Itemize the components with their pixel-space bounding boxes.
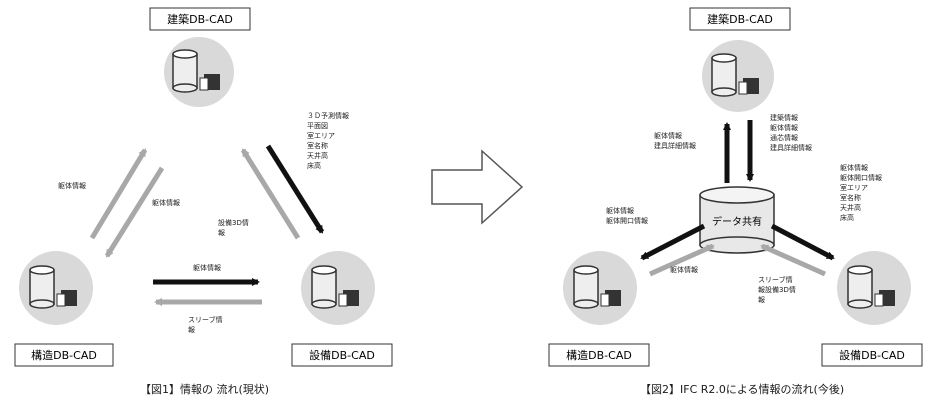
label-hub-top-left: 躯体情報 建具詳細情報 <box>654 131 696 150</box>
label-right-to-left: スリーブ情 報 <box>188 315 223 334</box>
arrow-left-to-top <box>89 148 148 240</box>
figure-2: 建築DB-CAD データ共有 <box>548 7 923 367</box>
database-cad-icon <box>847 265 895 309</box>
node-architecture-fig2: 建築DB-CAD <box>689 7 791 112</box>
node-equipment-fig1: 設備DB-CAD <box>291 251 393 367</box>
node-label: 構造DB-CAD <box>31 348 97 362</box>
svg-text:通芯情報: 通芯情報 <box>770 133 798 142</box>
label-hub-top-right: 建築情報 躯体情報 通芯情報 建具詳細情報 <box>770 113 812 152</box>
label-left-to-top: 躯体情報 <box>58 181 86 190</box>
svg-text:天井高: 天井高 <box>307 151 328 160</box>
figure-1: 建築DB-CAD 構造DB-CAD <box>14 7 393 367</box>
node-structure-fig2: 構造DB-CAD <box>548 251 650 367</box>
node-label: 設備DB-CAD <box>309 348 375 362</box>
arrow-hub-to-left <box>640 223 706 261</box>
database-cad-icon <box>711 53 759 97</box>
svg-text:室名称: 室名称 <box>840 193 861 202</box>
label-right-to-top: 設備3D情 報 <box>218 218 249 237</box>
data-sharing-hub: データ共有 <box>699 186 775 254</box>
transition-arrow <box>431 149 524 225</box>
arrow-right-to-top <box>240 148 301 240</box>
svg-text:天井高: 天井高 <box>840 203 861 212</box>
node-architecture-fig1: 建築DB-CAD <box>149 7 251 107</box>
arrow-right-to-hub <box>760 243 827 277</box>
svg-text:室エリア: 室エリア <box>307 131 335 140</box>
figure-1-caption: 【図1】情報の 流れ(現状) <box>140 383 270 396</box>
node-equipment-fig2: 設備DB-CAD <box>821 251 923 367</box>
label-left-to-hub: 躯体情報 <box>670 265 698 274</box>
svg-text:スリーブ情: スリーブ情 <box>188 315 223 324</box>
node-label: 建築DB-CAD <box>167 12 233 26</box>
svg-text:建具詳細情報: 建具詳細情報 <box>770 143 812 152</box>
svg-text:躯体情報: 躯体情報 <box>840 163 868 172</box>
svg-text:床高: 床高 <box>840 213 854 222</box>
svg-text:躯体情報: 躯体情報 <box>654 131 682 140</box>
node-label: 設備DB-CAD <box>839 348 905 362</box>
svg-text:室エリア: 室エリア <box>840 183 868 192</box>
label-left-to-right: 躯体情報 <box>193 263 221 272</box>
node-structure-fig1: 構造DB-CAD <box>14 251 114 367</box>
svg-text:床高: 床高 <box>307 161 321 170</box>
svg-text:平面図: 平面図 <box>307 122 328 130</box>
svg-text:室名称: 室名称 <box>307 141 328 150</box>
svg-text:躯体情報: 躯体情報 <box>770 123 798 132</box>
svg-text:建築情報: 建築情報 <box>770 113 798 122</box>
svg-text:設備3D情: 設備3D情 <box>218 218 249 227</box>
database-cad-icon <box>573 265 621 309</box>
svg-text:報: 報 <box>188 326 195 334</box>
svg-text:建具詳細情報: 建具詳細情報 <box>654 141 696 150</box>
svg-text:３Ｄ予測情報: ３Ｄ予測情報 <box>307 111 349 120</box>
arrow-top-to-left <box>104 166 165 258</box>
node-label: 構造DB-CAD <box>566 348 632 362</box>
figure-2-caption: 【図2】IFC R2.0による情報の流れ(今後) <box>640 383 845 396</box>
label-right-to-hub: スリーブ情 報設備3D情 報 <box>758 275 796 304</box>
node-label: 建築DB-CAD <box>707 12 773 26</box>
database-cad-icon <box>172 49 220 93</box>
svg-text:報: 報 <box>218 229 225 237</box>
svg-text:報設備3D情: 報設備3D情 <box>758 285 796 294</box>
arrow-left-to-hub <box>648 243 715 277</box>
svg-text:報: 報 <box>758 296 765 304</box>
arrow-hub-to-right <box>770 223 835 261</box>
label-hub-to-left: 躯体情報 躯体開口情報 <box>606 206 648 225</box>
arrow-top-to-right <box>265 144 325 234</box>
svg-text:躯体開口情報: 躯体開口情報 <box>606 216 648 225</box>
label-hub-to-right: 躯体情報 躯体開口情報 室エリア 室名称 天井高 床高 <box>840 163 882 222</box>
svg-text:躯体情報: 躯体情報 <box>606 206 634 215</box>
label-top-to-right: ３Ｄ予測情報 平面図 室エリア 室名称 天井高 床高 <box>307 111 349 170</box>
label-top-to-left: 躯体情報 <box>152 198 180 207</box>
svg-text:躯体開口情報: 躯体開口情報 <box>840 173 882 182</box>
svg-text:スリーブ情: スリーブ情 <box>758 275 793 284</box>
database-cad-icon <box>29 265 77 309</box>
database-cad-icon <box>311 265 359 309</box>
hub-label: データ共有 <box>712 215 762 228</box>
